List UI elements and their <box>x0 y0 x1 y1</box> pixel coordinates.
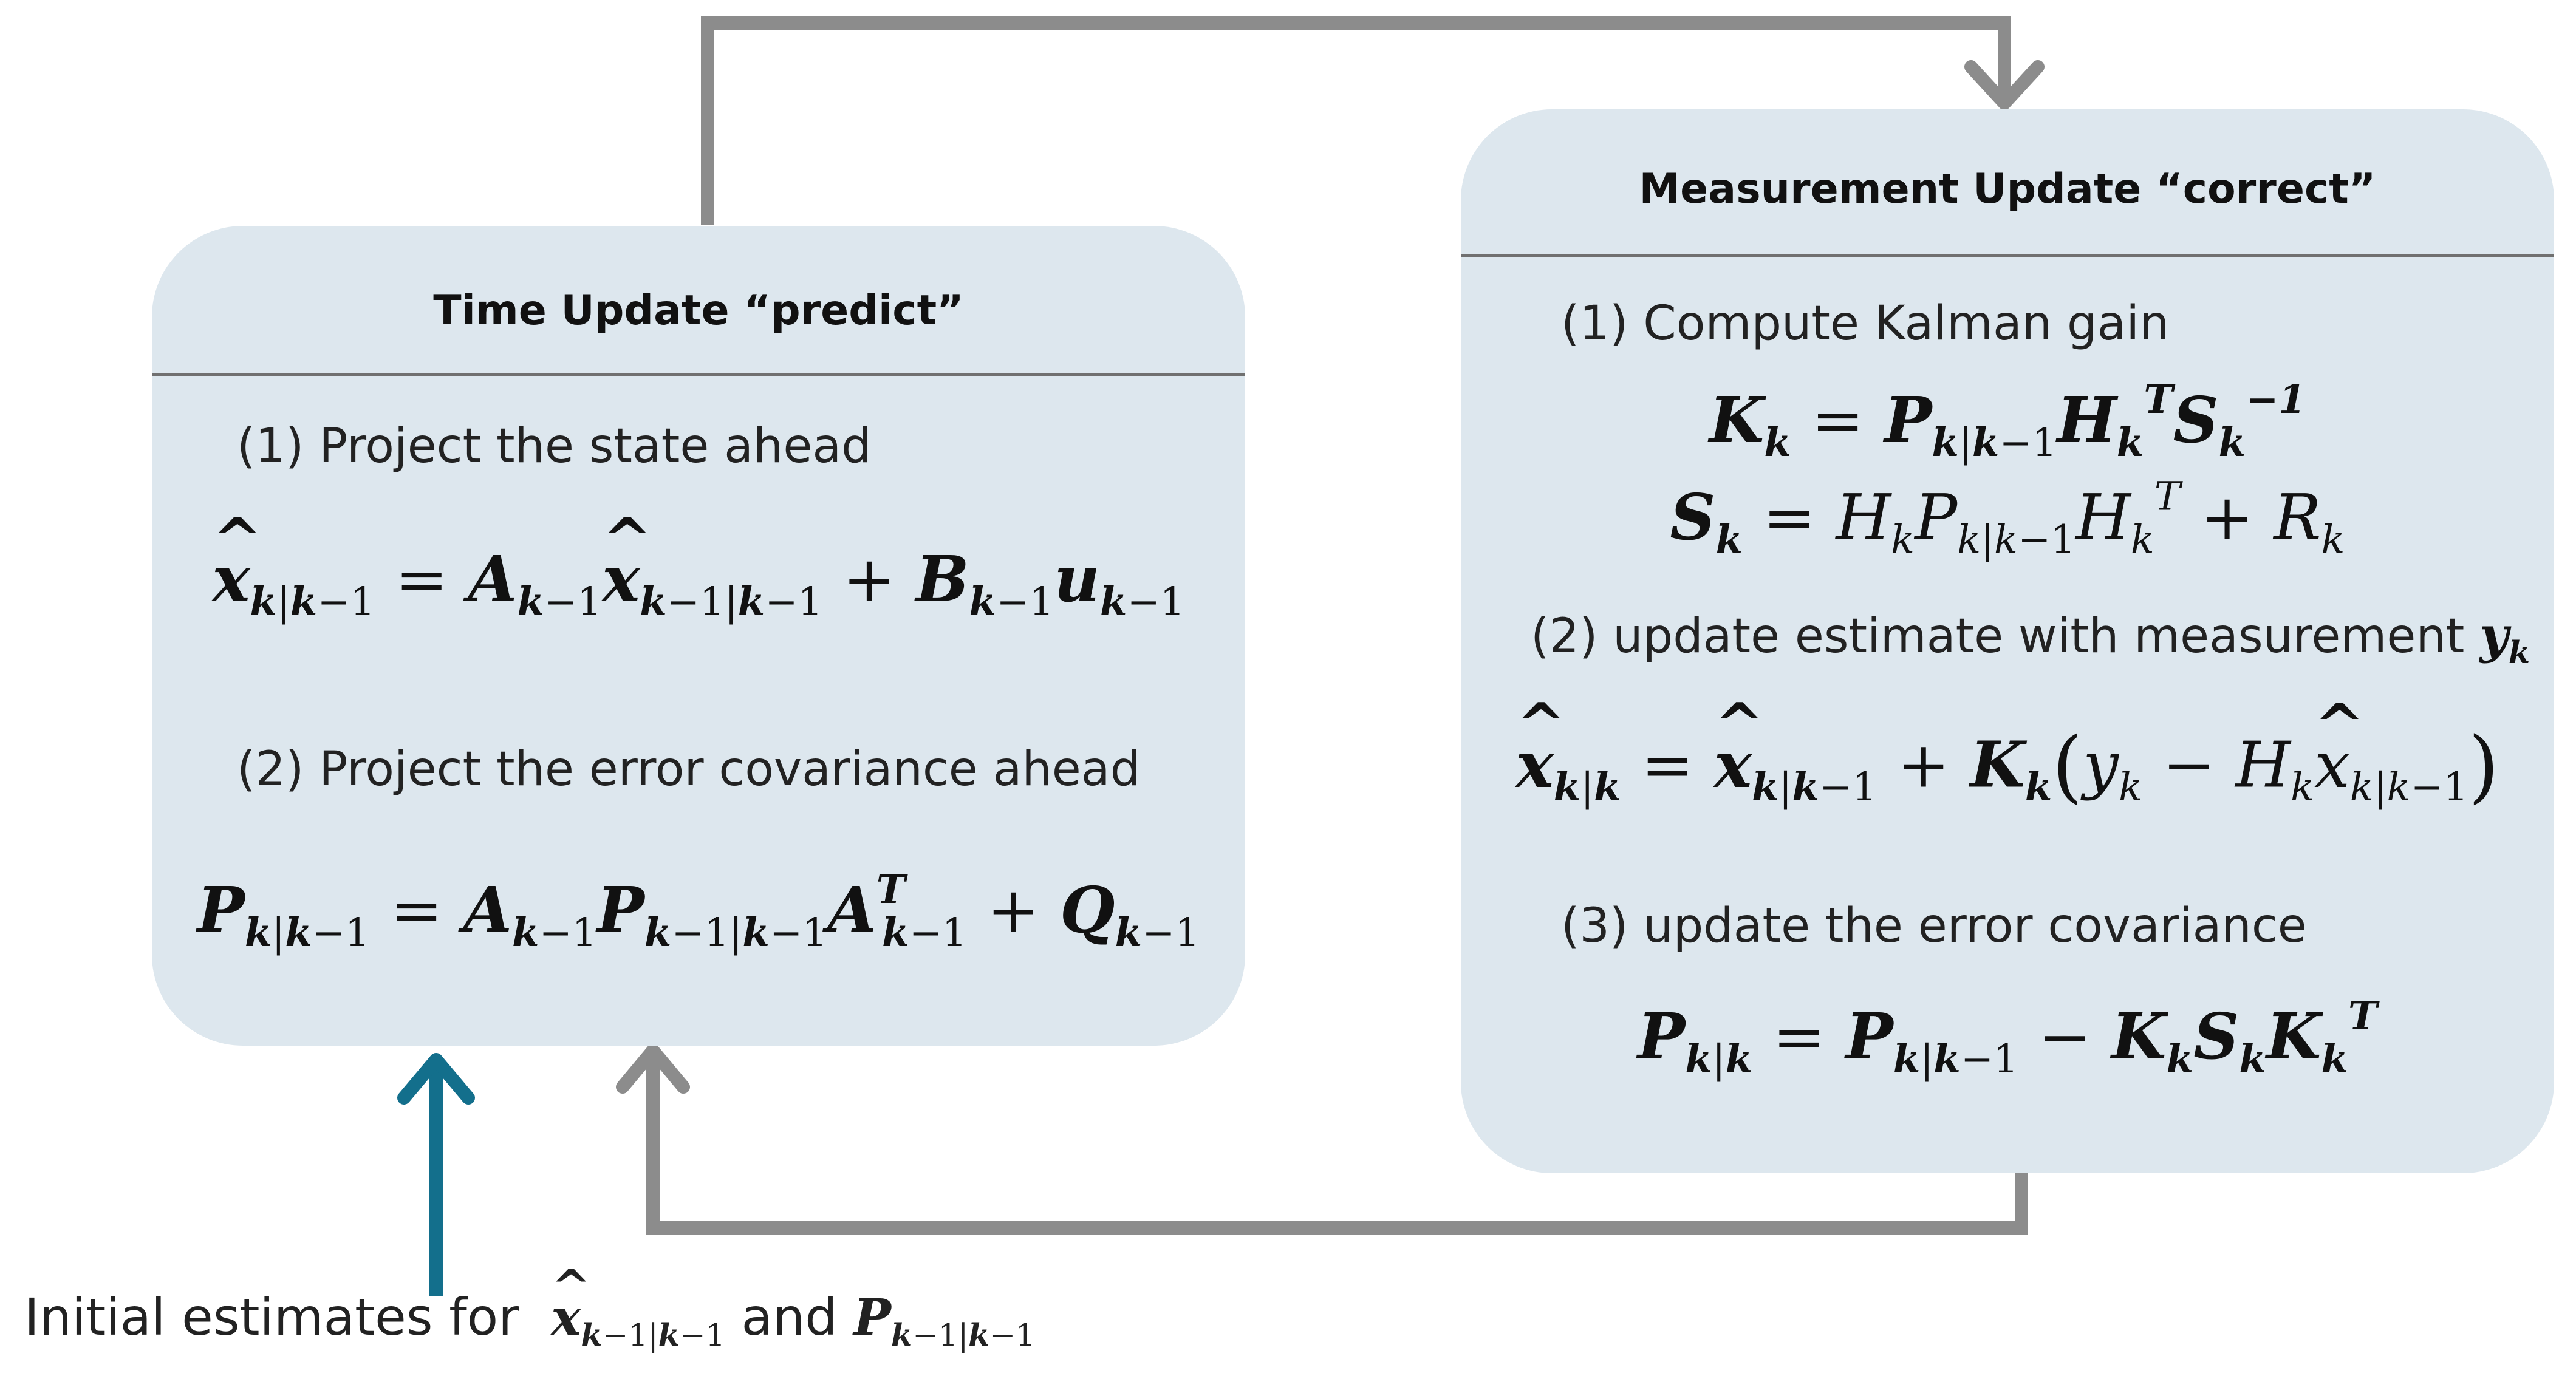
covariance-update-equation: Pk|k = Pk|k−1 − KkSkKkT <box>1637 992 2378 1082</box>
measurement-update-step1: (1) Compute Kalman gain <box>1561 296 2170 351</box>
time-update-divider <box>152 373 1245 376</box>
time-update-step1: (1) Project the state ahead <box>237 419 872 474</box>
measurement-update-step2: (2) update estimate with measurement yk <box>1531 606 2530 670</box>
initial-estimates-joiner: and <box>741 1287 838 1347</box>
kalman-gain-equation: Kk = Pk|k−1HkTSk−1 <box>1709 376 2306 466</box>
time-update-box: Time Update “predict” (1) Project the st… <box>152 226 1245 1046</box>
arrow-correct-to-predict <box>646 1054 2028 1235</box>
time-update-step2: (2) Project the error covariance ahead <box>237 742 1141 797</box>
measurement-update-step3: (3) update the error covariance <box>1561 899 2307 953</box>
arrow-predict-to-correct-head <box>1964 60 2045 110</box>
measurement-update-divider <box>1461 254 2554 257</box>
measurement-update-title: Measurement Update “correct” <box>1639 165 2376 213</box>
innovation-covariance-equation: Sk = HkPk|k−1HkT + Rk <box>1670 474 2345 563</box>
time-update-title: Time Update “predict” <box>433 287 964 335</box>
initial-state-symbol: xk−1|k−1 <box>535 1259 725 1350</box>
covariance-prediction-equation: Pk|k−1 = Ak−1Pk−1|k−1ATk−1 + Qk−1 <box>197 866 1200 956</box>
initial-estimates-caption: Initial estimates for xk−1|k−1 and Pk−1|… <box>24 1259 1036 1353</box>
measurement-update-step2-label: (2) update estimate with measurement <box>1531 609 2465 664</box>
arrow-correct-to-predict-head <box>616 1044 690 1094</box>
measurement-update-box: Measurement Update “correct” (1) Compute… <box>1461 109 2554 1173</box>
arrow-predict-to-correct <box>701 16 2011 225</box>
state-prediction-equation: xk|k−1 = Ak−1xk−1|k−1 + Bk−1uk−1 <box>152 505 1245 622</box>
initial-estimates-prefix: Initial estimates for <box>24 1287 519 1347</box>
state-update-equation: xk|k = xk|k−1 + Kk(yk − Hkxk|k−1) <box>1461 690 2554 812</box>
arrow-initial-estimates-head <box>397 1053 475 1105</box>
initial-covariance-symbol: Pk−1|k−1 <box>853 1289 1036 1353</box>
measurement-symbol: yk <box>2479 606 2530 670</box>
